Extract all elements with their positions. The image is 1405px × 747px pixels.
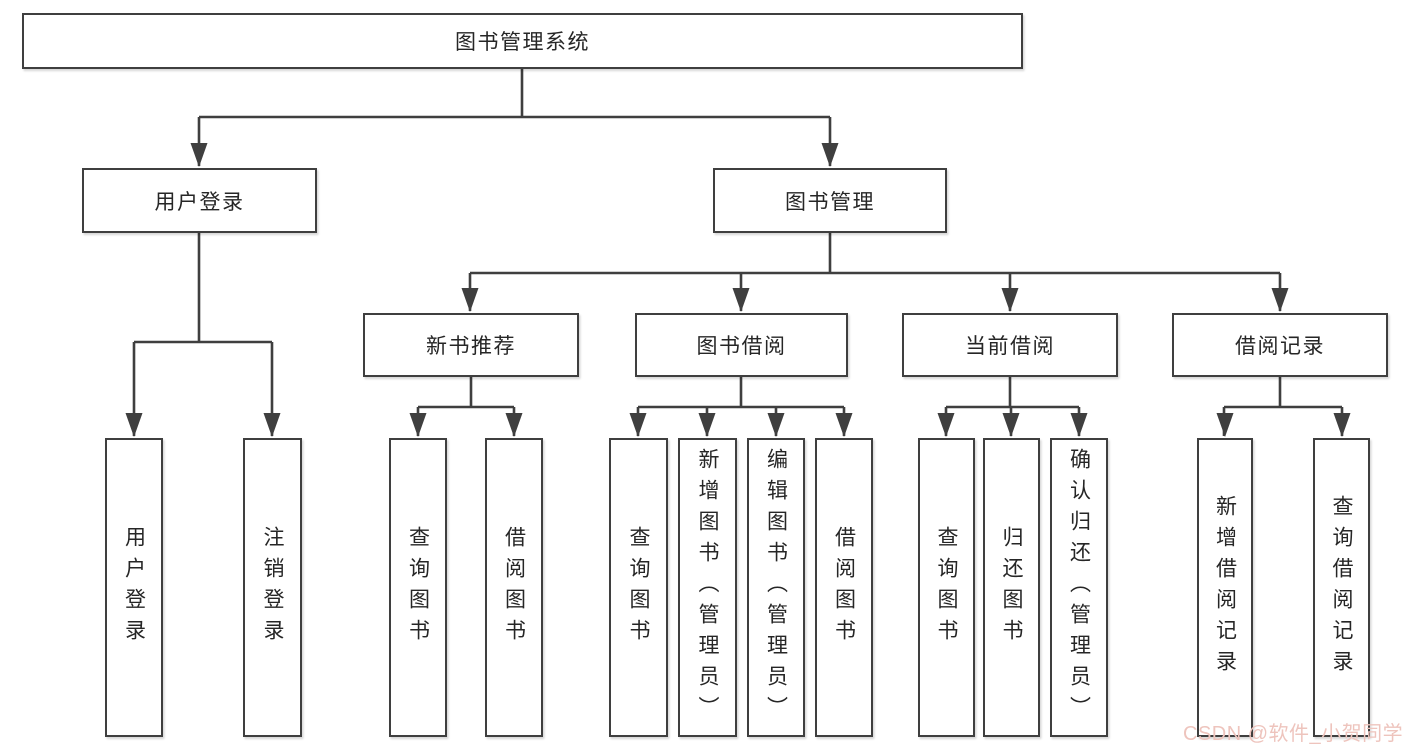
leaf-logout: 注销登录: [243, 438, 302, 737]
leaf-query-books-recommend: 查询图书: [389, 438, 447, 737]
leaf-return-books: 归还图书: [983, 438, 1040, 737]
csdn-watermark: CSDN @软件_小贺同学: [1183, 723, 1404, 745]
node-book-management: 图书管理: [713, 168, 947, 233]
node-current-borrowing: 当前借阅: [902, 313, 1118, 377]
leaf-borrow-books-recommend: 借阅图书: [485, 438, 543, 737]
node-book-borrowing: 图书借阅: [635, 313, 848, 377]
node-borrowing-records: 借阅记录: [1172, 313, 1388, 377]
leaf-query-books-borrowing: 查询图书: [609, 438, 668, 737]
leaf-add-borrow-record: 新增借阅记录: [1197, 438, 1253, 737]
leaf-query-books-current: 查询图书: [918, 438, 975, 737]
leaf-edit-books-admin: 编辑图书（管理员）: [747, 438, 805, 737]
tree-edges: [132, 69, 1344, 436]
leaf-confirm-return-admin: 确认归还（管理员）: [1050, 438, 1108, 737]
leaf-user-login: 用户登录: [105, 438, 163, 737]
arrowheads-down: [125, 143, 1351, 437]
node-library-management-system: 图书管理系统: [22, 13, 1023, 69]
leaf-query-borrow-record: 查询借阅记录: [1313, 438, 1370, 737]
leaf-borrow-books-borrowing: 借阅图书: [815, 438, 873, 737]
leaf-add-books-admin: 新增图书（管理员）: [678, 438, 737, 737]
node-new-book-recommend: 新书推荐: [363, 313, 579, 377]
node-user-login-group: 用户登录: [82, 168, 317, 233]
